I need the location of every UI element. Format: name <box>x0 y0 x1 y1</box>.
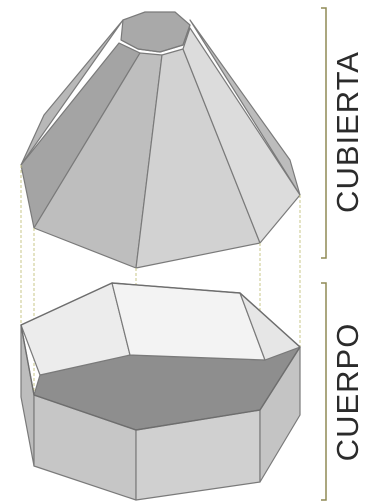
body-label: CUERPO <box>330 323 365 462</box>
roof-frustum <box>21 12 300 268</box>
brackets <box>321 8 326 500</box>
roof-label: CUBIERTA <box>330 51 365 213</box>
body-bracket <box>321 283 326 500</box>
body-prism <box>21 283 300 500</box>
roof-bracket <box>321 8 326 258</box>
